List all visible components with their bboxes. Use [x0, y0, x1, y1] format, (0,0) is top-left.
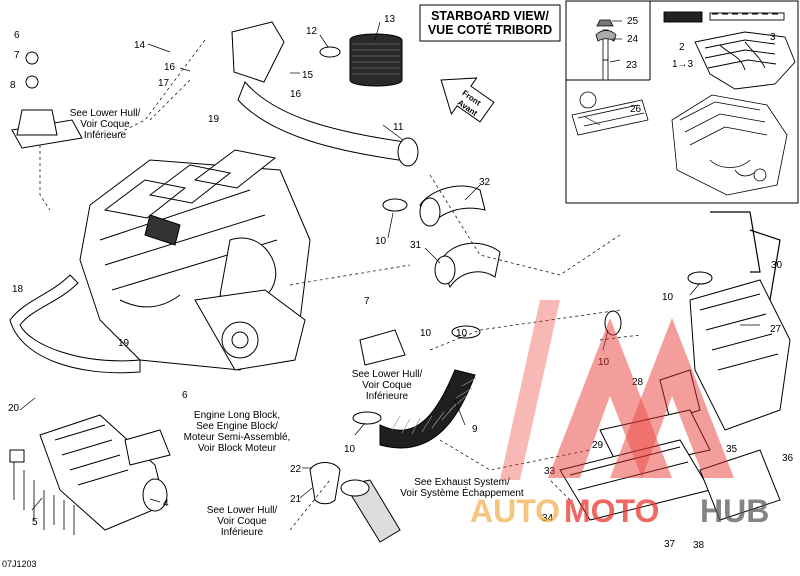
inset-fasteners	[571, 19, 649, 136]
starboard-title-line1: STARBOARD VIEW/	[431, 9, 549, 23]
note-lower-hull-2-line3: Inférieure	[366, 391, 409, 402]
part-label: 11	[393, 122, 404, 133]
part-label: 33	[544, 466, 556, 477]
part-label: 15	[302, 70, 314, 81]
part-label: 30	[771, 260, 783, 271]
part-label: 12	[306, 26, 318, 37]
starboard-title-box: STARBOARD VIEW/ VUE COTÉ TRIBORD	[419, 4, 561, 42]
watermark-hub: HUB	[700, 493, 769, 529]
part-label: 28	[632, 377, 644, 388]
note-engine-block-line1: Engine Long Block,	[194, 410, 280, 421]
part-label: 8	[10, 80, 16, 91]
engine-block	[79, 149, 311, 371]
watermark-moto: MOTO	[564, 493, 659, 529]
part-label: 21	[290, 494, 302, 505]
part-label: 20	[8, 403, 20, 414]
part-label: 7	[14, 50, 20, 61]
part-label: 10	[420, 328, 432, 339]
part-labels: 1→3 2 3 4 5 6 6 7 7 8 9 10 10 10 10 10 1…	[8, 14, 794, 551]
inset-engine	[671, 94, 788, 196]
part-label: 6	[182, 390, 188, 401]
part-label: 23	[626, 60, 638, 71]
part-label: 19	[118, 338, 130, 349]
note-lower-hull-3-line2: Voir Coque	[217, 516, 267, 527]
part-label: 36	[782, 453, 794, 464]
part-label: 7	[364, 296, 370, 307]
part-label: 13	[384, 14, 396, 25]
watermark: AUTO MOTO HUB	[470, 300, 769, 529]
note-lower-hull-2-line2: Voir Coque	[362, 380, 412, 391]
part-label: 34	[542, 513, 554, 524]
note-lower-hull-1-line1: See Lower Hull/	[70, 108, 141, 119]
part-label: 16	[164, 62, 176, 73]
part-label: 10	[456, 328, 468, 339]
part-label: 32	[479, 177, 491, 188]
part-label: 2	[679, 42, 685, 53]
part-label: 26	[630, 104, 642, 115]
part-label: 27	[770, 324, 782, 335]
part-label: 17	[158, 78, 170, 89]
note-lower-hull-2-line1: See Lower Hull/	[352, 369, 423, 380]
right-side-parts	[559, 211, 791, 521]
part-label: 16	[290, 89, 302, 100]
note-lower-hull-3-line1: See Lower Hull/	[207, 505, 278, 516]
part-label: 10	[375, 236, 387, 247]
exhaust-parts	[309, 462, 401, 543]
part-label: 31	[410, 240, 422, 251]
engine-cover-exploded	[663, 11, 796, 90]
part-label: 14	[134, 40, 146, 51]
part-label: 38	[693, 540, 705, 551]
part-label: 24	[627, 34, 639, 45]
note-engine-block-line3: Moteur Semi-Assemblé,	[184, 432, 291, 443]
note-lower-hull-3-line3: Inférieure	[221, 527, 264, 538]
part-label: 18	[12, 284, 24, 295]
note-exhaust-line1: See Exhaust System/	[414, 477, 510, 488]
part-label: 4	[163, 498, 169, 509]
dashed-leaders	[39, 39, 641, 531]
watermark-auto: AUTO	[470, 493, 560, 529]
part-label: 9	[472, 424, 478, 435]
part-label: 3	[770, 32, 776, 43]
air-intake-group	[231, 21, 713, 449]
part-label: 29	[592, 440, 604, 451]
starboard-title-line2: VUE COTÉ TRIBORD	[428, 22, 552, 37]
part-label: 5	[32, 517, 38, 528]
part-label: 10	[344, 444, 356, 455]
leader-lines	[19, 20, 760, 511]
figure-code: 07J1203	[2, 559, 37, 569]
part-label: 10	[598, 357, 610, 368]
part-label: 22	[290, 464, 302, 475]
note-lower-hull-1-line2: Voir Coque	[80, 119, 130, 130]
notes: See Lower Hull/ Voir Coque Inférieure Se…	[70, 108, 524, 538]
starboard-inset	[565, 0, 799, 204]
part-label: 19	[208, 114, 220, 125]
part-label: 1→3	[672, 59, 694, 70]
part-label: 10	[662, 292, 674, 303]
part-label: 6	[14, 30, 20, 41]
part-label: 35	[726, 444, 738, 455]
note-engine-block-line2: See Engine Block/	[196, 421, 278, 432]
part-label: 37	[664, 539, 676, 550]
manifold-5	[9, 414, 168, 535]
note-exhaust-line2: Voir Système Échappement	[400, 486, 524, 499]
hose-18	[9, 274, 141, 374]
note-lower-hull-1-line3: Inférieure	[84, 130, 127, 141]
part-label: 25	[627, 16, 639, 27]
front-arrow: Front Avant	[440, 77, 495, 123]
engine-mounts	[11, 51, 406, 466]
note-engine-block-line4: Voir Block Moteur	[198, 443, 277, 454]
